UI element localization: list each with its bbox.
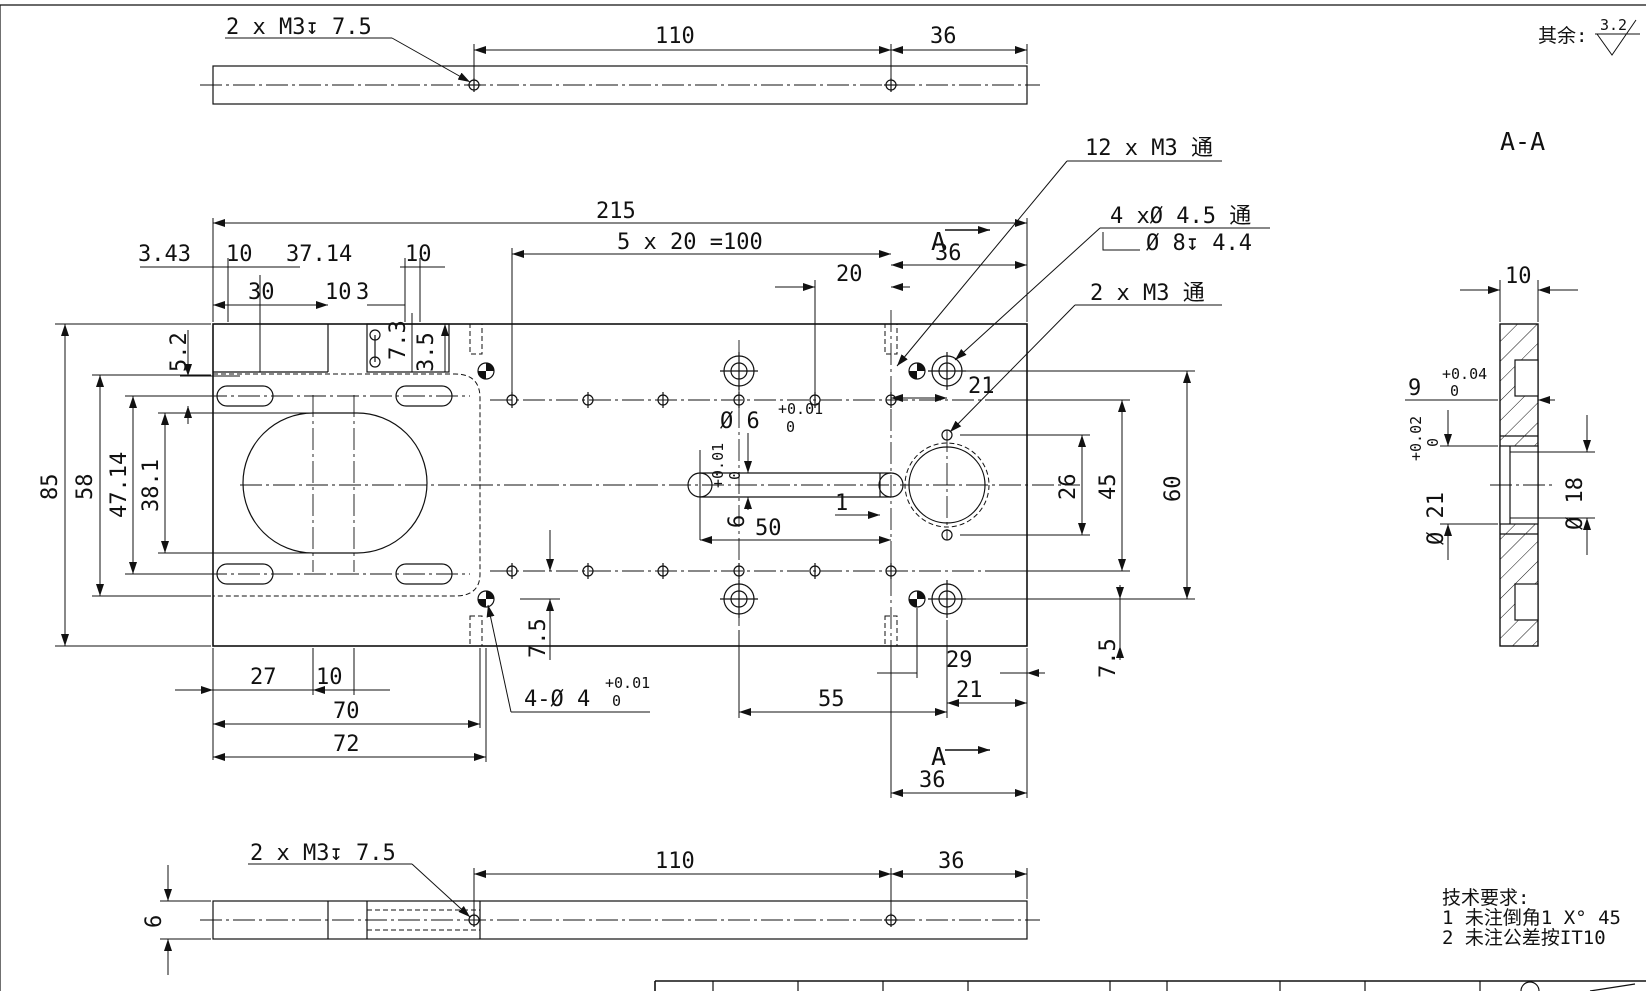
dim-50: 50 [755,516,782,541]
main-view: 215 5 x 20 =100 36 20 3.43 10 37.14 10 3… [38,136,1270,798]
dim-55: 55 [818,687,845,712]
top-view: 110 36 2 x M3↧ 7.5 [200,15,1040,105]
callout-4x4-5: 4 xØ 4.5 通 [1110,204,1251,229]
dim-36-bottom: 36 [919,768,946,793]
dim-26: 26 [1056,474,1081,501]
technical-notes: 技术要求: 1 未注倒角1 X° 45 2 未注公差按IT10 [1442,887,1621,949]
dim-pitch-callout: 5 x 20 =100 [617,230,763,255]
section-dim-10: 10 [1505,264,1532,289]
tol-slot-upper: +0.01 [709,443,727,488]
roughness-symbol: 其余: 3.2 [1538,16,1640,56]
notes-line-2: 2 未注公差按IT10 [1442,927,1606,949]
title-block [654,980,1646,991]
dim-47-14: 47.14 [107,452,132,518]
dim-30: 30 [248,280,275,305]
dim-58: 58 [73,474,98,501]
section-dim-9: 9 [1408,376,1421,401]
dim-10-c: 10 [325,280,352,305]
notes-heading: 技术要求: [1442,887,1529,909]
top-dim-110: 110 [655,24,695,49]
dim-10-a: 10 [226,242,253,267]
callout-counterbore: Ø 8↧ 4.4 [1146,231,1252,256]
pin-tol-lower: 0 [612,692,621,710]
roughness-value: 3.2 [1600,16,1627,34]
dim-38-1: 38.1 [139,459,164,512]
dim-3-43: 3.43 [138,242,191,267]
tol-phi6-upper: +0.01 [778,400,823,418]
hole-phi6-label: Ø 6 [720,409,760,434]
bottom-thread-callout: 2 x M3↧ 7.5 [250,841,396,866]
dim-215: 215 [596,199,636,224]
dim-3: 3 [356,280,369,305]
bottom-dim-110: 110 [655,849,695,874]
callout-12xm3: 12 x M3 通 [1085,136,1213,161]
dim-21-bottom: 21 [956,678,983,703]
pin-callout: 4-Ø 4 [524,687,590,712]
pin-tol-upper: +0.01 [605,674,650,692]
dim-85: 85 [38,474,63,501]
dim-37-14: 37.14 [286,242,352,267]
top-thread-callout: 2 x M3↧ 7.5 [226,15,372,40]
section-dim-phi21: Ø 21 [1424,492,1449,545]
section-tol-21-upper: +0.02 [1407,416,1425,461]
dim-27: 27 [250,665,277,690]
dim-60: 60 [1161,476,1186,503]
dim-45: 45 [1096,474,1121,501]
dim-10-b: 10 [405,242,432,267]
section-title: A-A [1500,127,1545,156]
dim-7-3: 7.3 [386,320,411,360]
tol-slot-lower: 0 [726,471,744,480]
dim-70: 70 [333,699,360,724]
notes-line-1: 1 未注倒角1 X° 45 [1442,907,1621,929]
roughness-label: 其余: [1538,25,1587,47]
dim-1: 1 [835,491,848,516]
dim-36-top: 36 [935,241,962,266]
dim-7-5-right: 7.5 [1096,638,1121,678]
dim-72: 72 [333,732,360,757]
dim-3-5: 3.5 [414,332,439,372]
bottom-dim-6: 6 [142,915,167,928]
drawing-frame [0,4,1646,991]
dim-29: 29 [946,648,973,673]
section-mark-top: A [931,227,946,256]
section-view: A-A 10 9 +0.04 0 Ø 21 +0.02 0 [1405,127,1595,647]
section-dim-phi18: Ø 18 [1563,477,1588,530]
callout-2xm3: 2 x M3 通 [1090,281,1205,306]
bottom-dim-36: 36 [938,849,965,874]
top-dim-36: 36 [930,24,957,49]
dim-6: 6 [725,515,750,528]
dim-7-5-left: 7.5 [526,618,551,658]
bottom-view: 110 36 2 x M3↧ 7.5 6 [142,841,1040,975]
dim-5-2: 5.2 [167,332,192,372]
dim-20: 20 [836,262,863,287]
section-tol-9-upper: +0.04 [1442,365,1487,383]
section-tol-21-lower: 0 [1424,438,1442,447]
dim-21-right: 21 [968,374,995,399]
dim-10-bottom: 10 [316,665,343,690]
tol-phi6-lower: 0 [786,418,795,436]
section-mark-bottom: A [931,742,946,771]
section-tol-9-lower: 0 [1450,382,1459,400]
